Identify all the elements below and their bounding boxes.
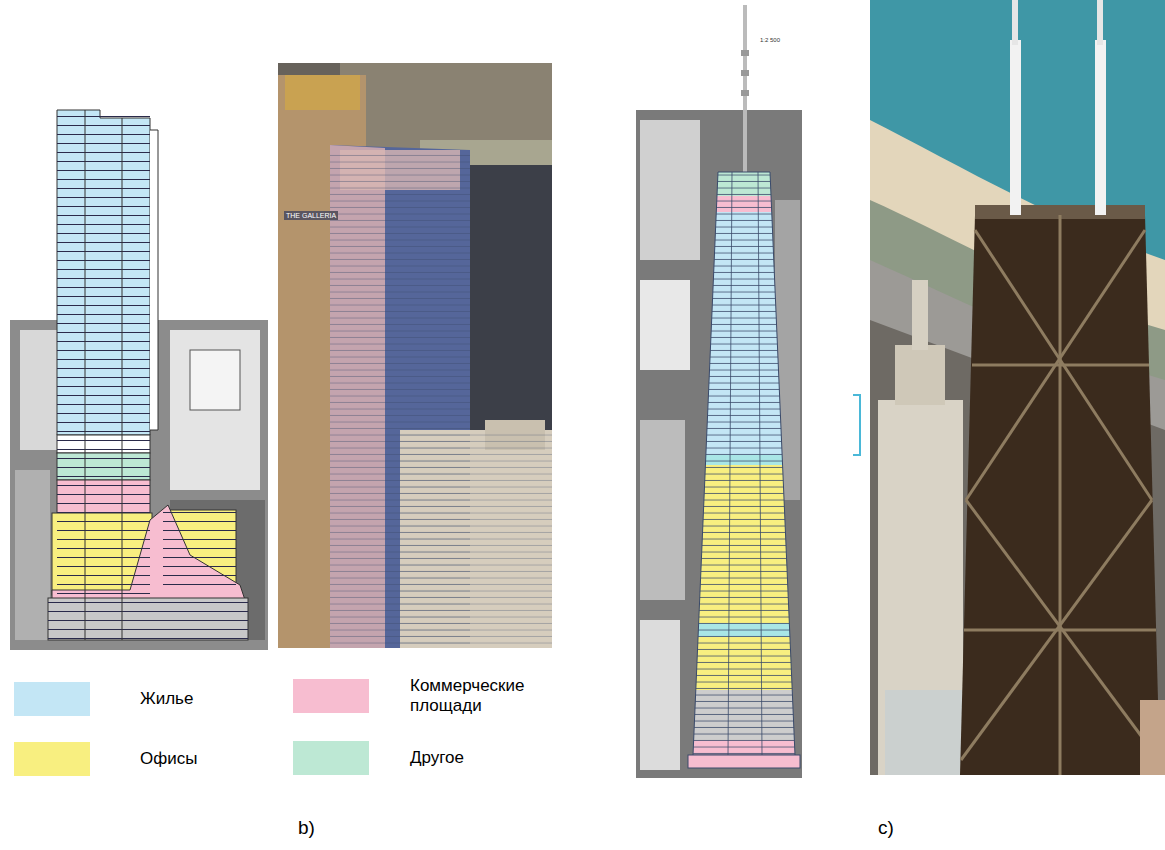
legend-swatch <box>293 741 369 775</box>
legend-label: Другое <box>410 748 540 768</box>
scale-note: 1:2 500 <box>760 37 780 43</box>
legend-label: Коммерческие площади <box>410 676 540 716</box>
photo-hancock <box>870 0 1165 775</box>
photo-galleria <box>278 63 552 648</box>
legend-label: Офисы <box>140 749 280 769</box>
legend-label: Жилье <box>140 689 280 709</box>
figure-letter: c) <box>878 817 894 839</box>
legend-swatch <box>293 679 369 713</box>
tower-section <box>48 110 248 640</box>
map-backdrop <box>636 110 860 778</box>
photo-tag: THE GALLERIA <box>284 211 338 220</box>
legend-swatch <box>14 682 90 716</box>
legend-swatch <box>14 742 90 776</box>
figure-letter: b) <box>298 817 315 839</box>
tower-section <box>680 5 810 768</box>
